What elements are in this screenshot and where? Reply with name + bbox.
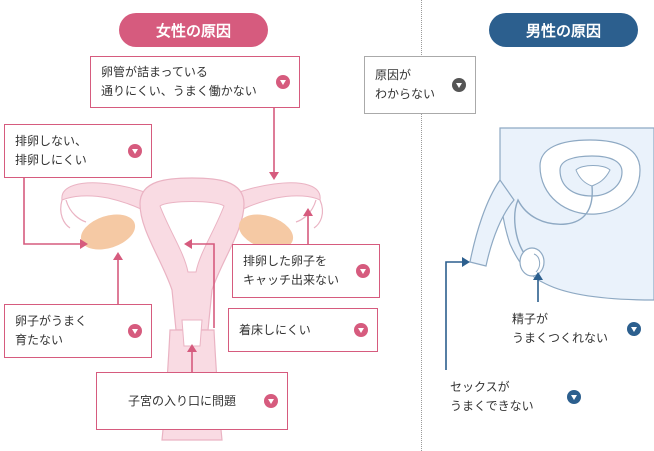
cause-egg-growth[interactable]: 卵子がうまく 育たない xyxy=(4,304,152,358)
female-connector-arrowheads xyxy=(80,172,313,352)
cause-intercourse-label: セックスが うまくできない xyxy=(450,380,534,413)
chevron-down-icon xyxy=(567,390,581,404)
chevron-down-icon xyxy=(627,322,641,336)
chevron-down-icon xyxy=(354,323,368,337)
cause-sperm-production[interactable]: 精子が うまくつくれない xyxy=(502,302,650,356)
chevron-down-icon xyxy=(264,394,278,408)
male-connector-arrowheads xyxy=(462,257,543,280)
chevron-down-icon xyxy=(128,144,142,158)
cause-implantation[interactable]: 着床しにくい xyxy=(228,308,378,352)
male-causes-title: 男性の原因 xyxy=(489,13,638,47)
male-connector-lines xyxy=(445,261,539,370)
chevron-down-icon xyxy=(452,78,466,92)
cause-unknown[interactable]: 原因が わからない xyxy=(364,56,476,114)
cause-implantation-label: 着床しにくい xyxy=(239,322,311,337)
section-divider xyxy=(421,0,422,451)
cause-egg-growth-label: 卵子がうまく 育たない xyxy=(15,314,88,347)
cause-tube-blocked[interactable]: 卵管が詰まっている 通りにくい、うまく働かない xyxy=(90,56,300,108)
chevron-down-icon xyxy=(276,75,290,89)
cause-cervix-label: 子宮の入り口に問題 xyxy=(127,393,236,408)
cause-cervix[interactable]: 子宮の入り口に問題 xyxy=(96,372,288,430)
cause-no-ovulation-label: 排卵しない、 排卵しにくい xyxy=(15,134,88,167)
cause-intercourse[interactable]: セックスが うまくできない xyxy=(440,370,590,424)
cause-tube-blocked-label: 卵管が詰まっている 通りにくい、うまく働かない xyxy=(101,65,257,98)
cause-no-ovulation[interactable]: 排卵しない、 排卵しにくい xyxy=(4,124,152,178)
chevron-down-icon xyxy=(356,264,370,278)
cause-egg-capture[interactable]: 排卵した卵子を キャッチ出来ない xyxy=(232,244,380,298)
cause-sperm-production-label: 精子が うまくつくれない xyxy=(512,312,609,345)
chevron-down-icon xyxy=(128,324,142,338)
male-anatomy-illustration xyxy=(469,127,654,301)
cause-unknown-label: 原因が わからない xyxy=(375,68,436,101)
cause-egg-capture-label: 排卵した卵子を キャッチ出来ない xyxy=(243,254,340,287)
female-causes-title: 女性の原因 xyxy=(119,13,268,47)
female-connector-lines xyxy=(23,108,309,372)
